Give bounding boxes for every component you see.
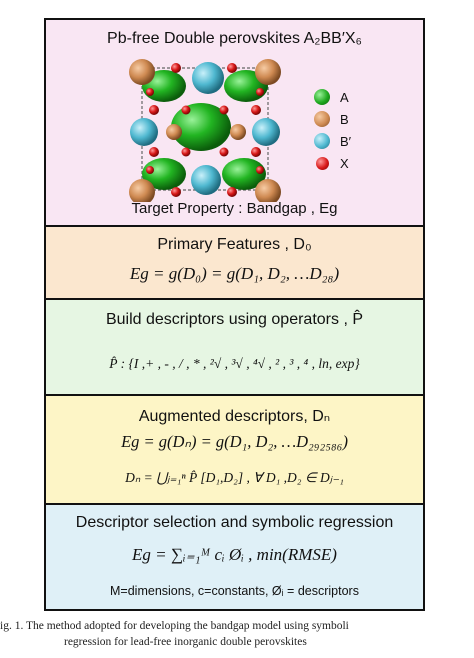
- b-prime-site-sphere-icon: [314, 133, 330, 149]
- regression-equation: Eg = ∑ᵢ₌₁ᴹ cᵢ Øᵢ , min(RMSE): [132, 545, 337, 564]
- legend-label: B′: [340, 133, 352, 149]
- structure-panel: Pb-free Double perovskites A₂BB′X₆: [46, 20, 423, 227]
- figure-caption-line-1: ig. 1. The method adopted for developing…: [0, 620, 349, 632]
- primary-features-panel: Primary Features , D₀ Eg = g(D₀) = g(D₁,…: [46, 227, 423, 300]
- primary-features-title: Primary Features , D₀: [157, 236, 312, 253]
- operators-set: P̂ : {I ,+ , - , / , * , ²√ , ³√ , ⁴√ , …: [109, 356, 360, 371]
- workflow-frame: Pb-free Double perovskites A₂BB′X₆: [44, 18, 425, 611]
- structure-title: Pb-free Double perovskites A₂BB′X₆: [107, 30, 362, 47]
- operators-title: Build descriptors using operators , P̂: [105, 311, 363, 328]
- b-site-sphere-icon: [314, 111, 330, 127]
- augmented-descriptors-title: Augmented descriptors, Dₙ: [138, 408, 331, 425]
- regression-title: Descriptor selection and symbolic regres…: [75, 514, 394, 531]
- descriptor-union-formula: Dₙ = ⋃ⱼ₌₁ⁿ P̂ [D₁,D₂] , ∀ D₁ ,D₂ ∈ Dⱼ₋₁: [125, 470, 344, 485]
- regression-legend: M=dimensions, c=constants, Øᵢ = descript…: [110, 584, 359, 598]
- primary-features-equation: Eg = g(D₀) = g(D₁, D₂, …D₂₈): [129, 264, 340, 283]
- operators-panel: Build descriptors using operators , P̂ P…: [46, 300, 423, 396]
- legend-label: B: [340, 111, 349, 127]
- augmented-descriptors-equation: Eg = g(Dₙ) = g(D₁, D₂, …D₂₉₂₅₈₆): [121, 432, 348, 451]
- target-property-label: Target Property : Bandgap , Eg: [131, 200, 338, 217]
- regression-panel: Descriptor selection and symbolic regres…: [46, 505, 423, 609]
- legend-item-a: A: [314, 86, 349, 108]
- legend-label: A: [340, 89, 349, 105]
- x-site-sphere-icon: [316, 156, 329, 170]
- legend-item-x: X: [314, 152, 349, 174]
- legend-label: X: [340, 155, 349, 171]
- crystal-structure-image: [129, 59, 281, 202]
- augmented-descriptors-panel: Augmented descriptors, Dₙ Eg = g(Dₙ) = g…: [46, 396, 423, 505]
- legend-item-b-prime: B′: [314, 130, 351, 152]
- legend-item-b: B: [314, 108, 349, 130]
- a-site-sphere-icon: [314, 89, 330, 105]
- figure-caption-line-2: regression for lead-free inorganic doubl…: [64, 636, 307, 648]
